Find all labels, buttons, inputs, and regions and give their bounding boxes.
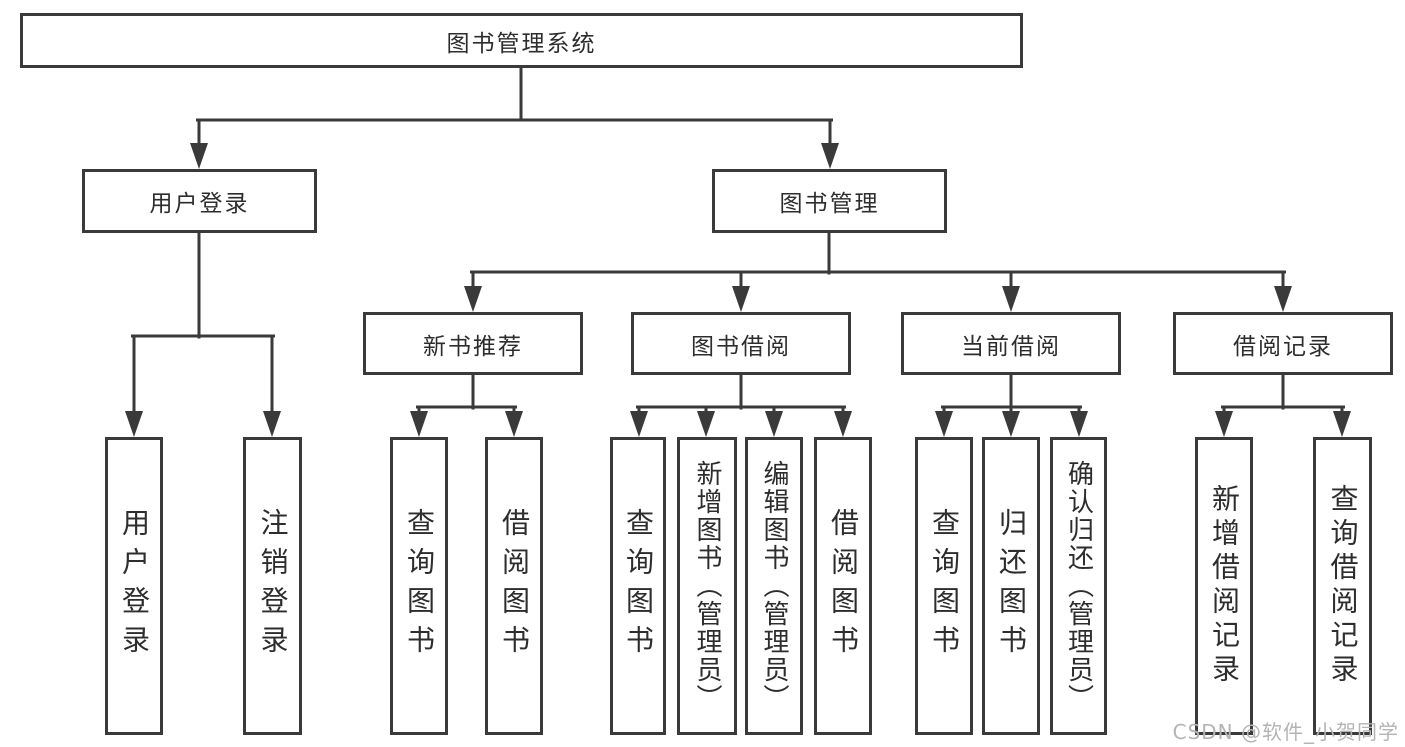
leaf-borrow-query-book: 查询图书 xyxy=(610,437,666,735)
node-borrow-records-label: 借阅记录 xyxy=(1233,333,1333,360)
node-root: 图书管理系统 xyxy=(20,13,1023,68)
node-book-borrow-label: 图书借阅 xyxy=(691,333,791,360)
leaf-current-query-book: 查询图书 xyxy=(915,437,973,735)
node-user-login-branch: 用户登录 xyxy=(82,169,317,233)
csdn-watermark: CSDN @软件_小贺同学 xyxy=(1172,720,1399,744)
node-borrow-records: 借阅记录 xyxy=(1173,312,1393,375)
leaf-recommend-borrow-book: 借阅图书 xyxy=(485,437,543,735)
node-new-book-recommend-label: 新书推荐 xyxy=(423,333,523,360)
leaf-borrow-edit-book-admin: 编辑图书（管理员） xyxy=(745,437,803,735)
leaf-current-return-book: 归还图书 xyxy=(982,437,1040,735)
node-book-management-branch: 图书管理 xyxy=(712,169,947,233)
leaf-current-confirm-return-admin: 确认归还（管理员） xyxy=(1050,437,1107,735)
leaf-records-add-record: 新增借阅记录 xyxy=(1195,437,1253,735)
node-root-label: 图书管理系统 xyxy=(446,30,597,57)
node-current-borrow-label: 当前借阅 xyxy=(961,333,1061,360)
leaf-borrow-add-book-admin: 新增图书（管理员） xyxy=(677,437,737,735)
node-user-login-branch-label: 用户登录 xyxy=(149,191,250,217)
leaf-records-query-record: 查询借阅记录 xyxy=(1313,437,1372,735)
leaf-recommend-query-book: 查询图书 xyxy=(390,437,448,735)
node-book-borrow: 图书借阅 xyxy=(631,312,851,375)
leaf-logout-login: 注销登录 xyxy=(243,437,302,735)
leaf-borrow-borrow-book: 借阅图书 xyxy=(814,437,872,735)
leaf-user-login: 用户登录 xyxy=(105,437,163,735)
node-current-borrow: 当前借阅 xyxy=(901,312,1121,375)
node-book-management-branch-label: 图书管理 xyxy=(779,191,880,217)
node-new-book-recommend: 新书推荐 xyxy=(363,312,583,375)
